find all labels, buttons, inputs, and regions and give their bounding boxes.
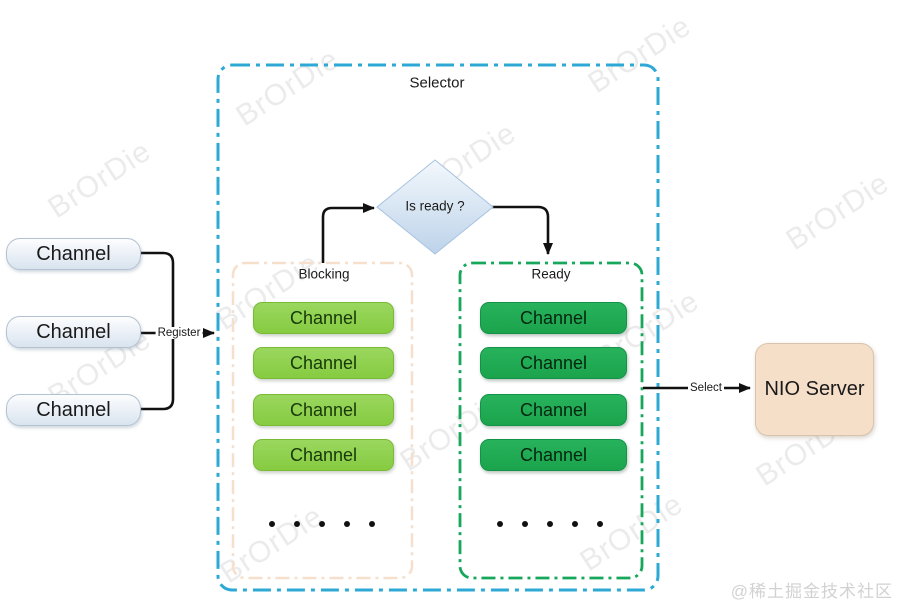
nio-server-node: NIO Server — [755, 343, 874, 436]
ready-channel-node: Channel — [480, 394, 627, 426]
ready-channel-node: Channel — [480, 302, 627, 334]
blocking-ellipsis-dots — [269, 521, 375, 527]
ready-title: Ready — [531, 266, 571, 282]
channel-node: Channel — [6, 316, 141, 348]
blocking-boundary — [231, 261, 414, 580]
blocking-channel-node: Channel — [253, 302, 394, 334]
select-arrow-label: Select — [688, 382, 724, 394]
blocking-title: Blocking — [298, 266, 350, 282]
decision-diamond — [376, 159, 494, 255]
register-arrow-label: Register — [155, 327, 203, 339]
decision-to-ready-arrow — [492, 205, 553, 255]
decision-label: Is ready ? — [405, 198, 465, 214]
blocking-channel-node: Channel — [253, 347, 394, 379]
ready-ellipsis-dots — [497, 521, 603, 527]
channel-node: Channel — [6, 394, 141, 426]
community-credit: @稀土掘金技术社区 — [730, 582, 893, 601]
selector-title: Selector — [409, 74, 465, 92]
blocking-channel-node: Channel — [253, 439, 394, 471]
ready-channel-node: Channel — [480, 347, 627, 379]
channel-node: Channel — [6, 238, 141, 270]
blocking-channel-node: Channel — [253, 394, 394, 426]
selector-boundary — [216, 63, 660, 592]
ready-channel-node: Channel — [480, 439, 627, 471]
blocking-to-decision-arrow — [321, 203, 375, 263]
